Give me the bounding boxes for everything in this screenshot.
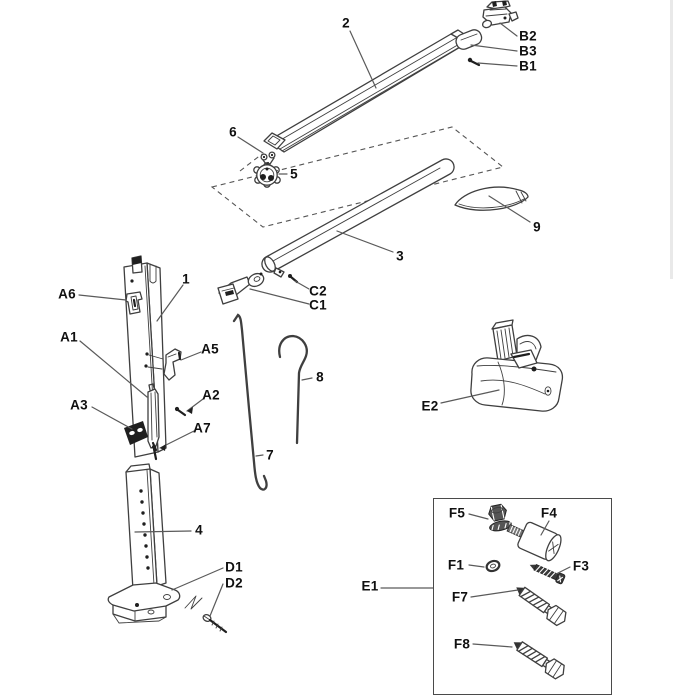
- part-a5-latch: [163, 348, 182, 381]
- label-part-f4: F4: [540, 505, 558, 521]
- label-part-c2: C2: [309, 283, 327, 299]
- label-part-e2: E2: [421, 398, 439, 414]
- label-part-7: 7: [266, 447, 274, 463]
- hardware-kit-box: [433, 498, 612, 695]
- label-part-a5: A5: [201, 341, 219, 357]
- part-a2-screw: [174, 406, 187, 417]
- label-part-f1: F1: [447, 557, 465, 573]
- part-7-pull-rod: [232, 313, 268, 491]
- part-a7-pin: [152, 445, 158, 461]
- label-part-f8: F8: [453, 636, 471, 652]
- label-part-a2: A2: [202, 387, 220, 403]
- label-part-8: 8: [316, 369, 324, 385]
- part-9-pouch: [454, 186, 529, 211]
- label-part-d1: D1: [225, 559, 243, 575]
- label-part-b3: B3: [519, 43, 537, 59]
- part-5-star-knob: [253, 162, 281, 188]
- dashed-reference-plane: [210, 126, 505, 228]
- label-part-1: 1: [182, 271, 190, 287]
- part-c1-knuckle: [217, 272, 265, 305]
- label-part-6: 6: [229, 124, 237, 140]
- label-part-5: 5: [290, 166, 298, 182]
- part-4-foot-base: [107, 582, 181, 624]
- part-3-lower-rail: [261, 158, 455, 278]
- label-part-b2: B2: [519, 28, 537, 44]
- page-edge-line: [670, 0, 673, 279]
- label-part-9: 9: [533, 219, 541, 235]
- label-part-4: 4: [195, 522, 203, 538]
- part-f4-standoff: [506, 521, 562, 562]
- part-b3-block: [455, 29, 483, 50]
- part-8-hook-rod: [278, 334, 308, 445]
- part-a1-latch-bar: [147, 383, 160, 452]
- break-mark: [184, 595, 203, 610]
- part-a6-slot: [125, 291, 143, 315]
- part-f3-screw: [529, 564, 566, 585]
- leader-lines: [78, 22, 571, 648]
- label-part-a7: A7: [193, 420, 211, 436]
- label-part-f5: F5: [448, 505, 466, 521]
- part-e2-bracket: [470, 319, 564, 412]
- label-part-b1: B1: [519, 58, 537, 74]
- part-1-upper-arm: [123, 255, 187, 461]
- part-2-upper-rail: [263, 29, 471, 153]
- label-part-d2: D2: [225, 575, 243, 591]
- label-part-a3: A3: [70, 397, 88, 413]
- part-a3-clip: [124, 421, 148, 445]
- part-d2-screw: [202, 613, 228, 634]
- label-part-2: 2: [342, 15, 350, 31]
- part-4-lower-post: [107, 463, 203, 624]
- label-part-3: 3: [396, 248, 404, 264]
- label-part-f7: F7: [451, 589, 469, 605]
- label-part-f3: F3: [572, 558, 590, 574]
- part-f5-nut: [488, 503, 512, 532]
- part-b2-bracket: [481, 0, 519, 29]
- part-f8-lag-bolt: [513, 641, 565, 680]
- part-b1-screw: [467, 57, 481, 67]
- label-part-c1: C1: [309, 297, 327, 313]
- part-f1-washer: [485, 559, 501, 573]
- label-part-a1: A1: [60, 329, 78, 345]
- label-part-e1: E1: [361, 578, 379, 594]
- label-part-a6: A6: [58, 286, 76, 302]
- part-f7-lag-bolt: [516, 586, 567, 627]
